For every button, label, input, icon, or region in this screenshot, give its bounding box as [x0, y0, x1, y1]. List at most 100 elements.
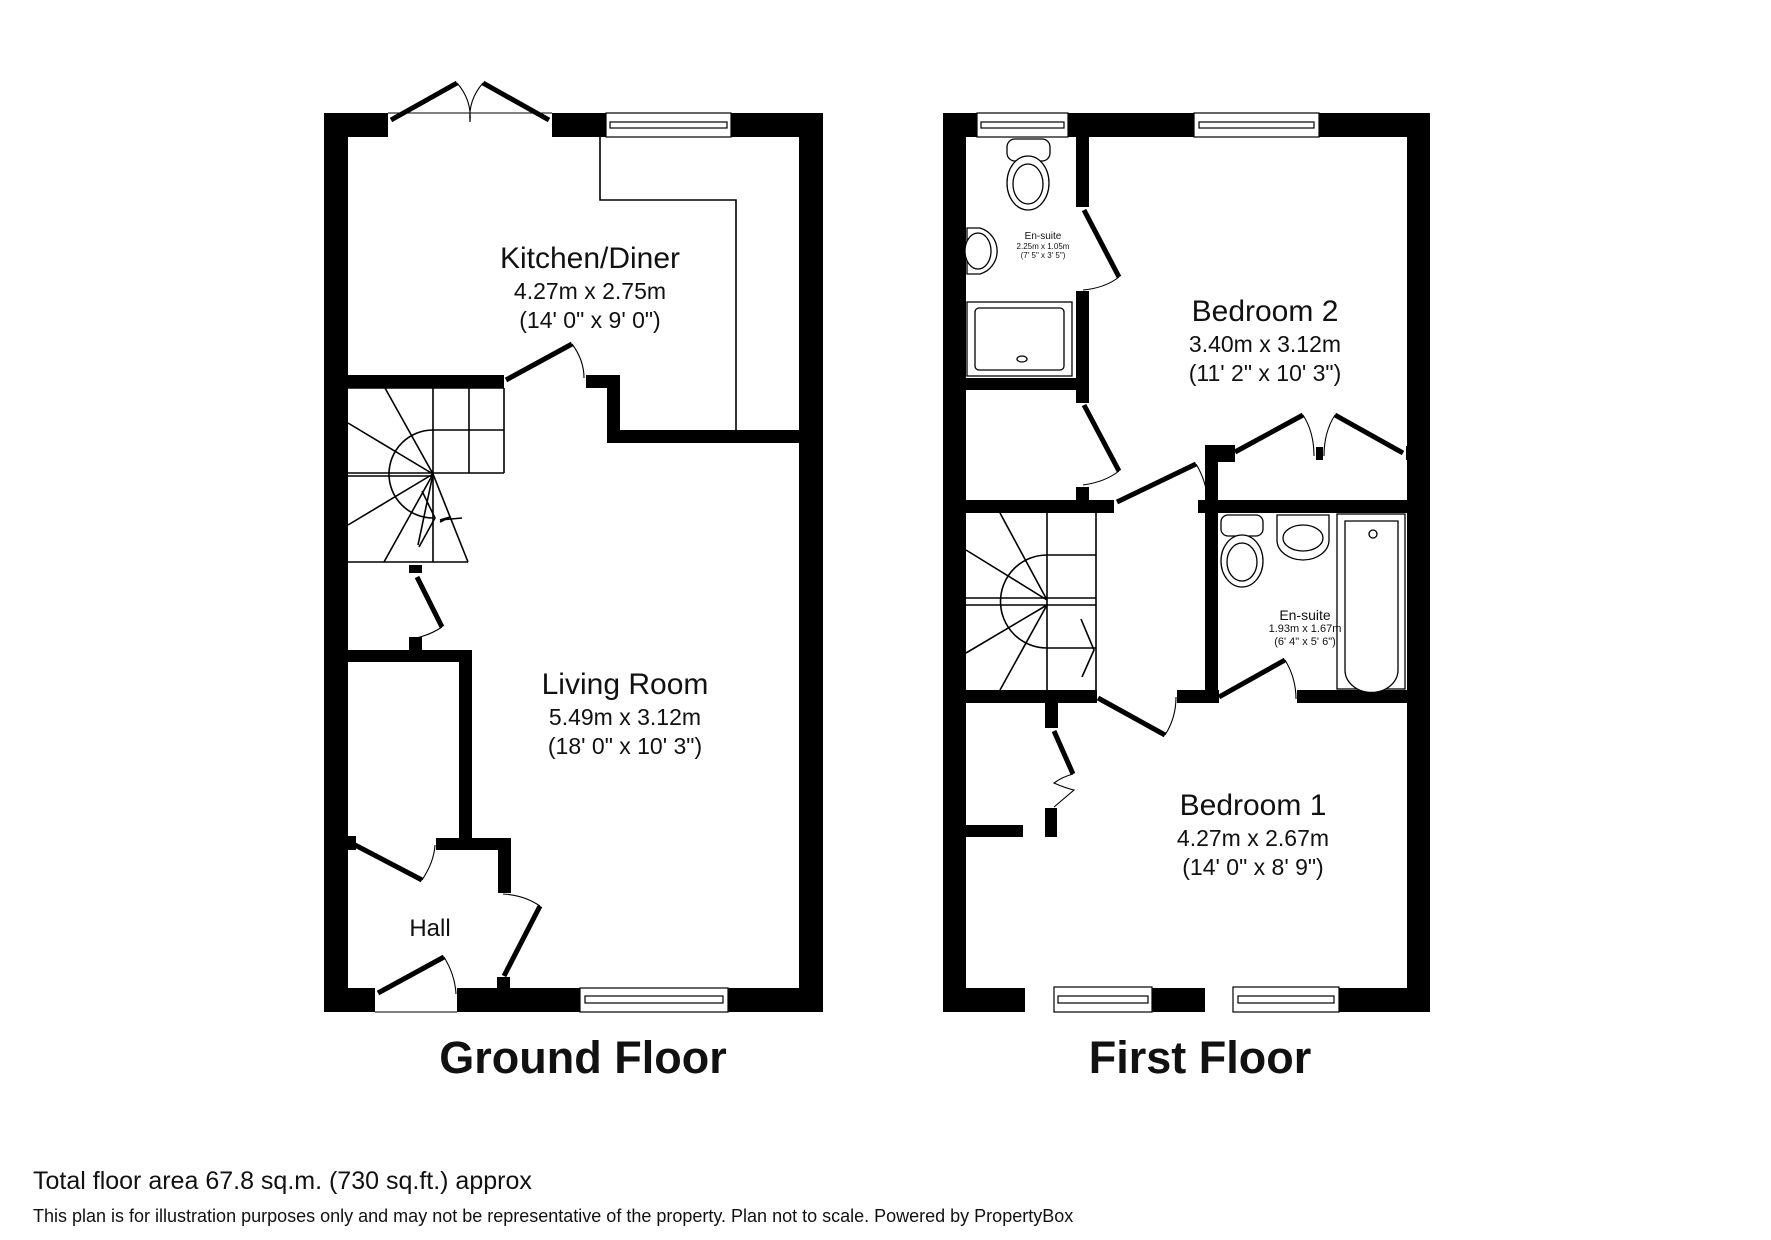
ff-wall-ensuite2-stub — [1205, 445, 1235, 462]
gf-living-door — [501, 904, 543, 978]
room-dimension-metric: 1.93m x 1.67m — [1268, 623, 1342, 635]
ff-wall-bed1-cupboard-bottom — [966, 825, 1023, 837]
gf-stub-under-stairs — [409, 565, 422, 573]
gf-wall-kitchen-bottom — [607, 430, 799, 443]
room-dimension-imperial: (14' 0" x 8' 9") — [1182, 854, 1324, 880]
gf-kitchen-door — [504, 341, 574, 383]
ff-ensuite1-door — [1081, 208, 1122, 279]
ff-ensuite1-shower — [966, 301, 1073, 377]
ff-window-bedroom1-right — [1232, 986, 1340, 1013]
ff-ensuite2-door — [1217, 657, 1287, 700]
room-label-hall: Hall — [395, 917, 465, 941]
room-dimension-metric: 2.25m x 1.05m — [1016, 242, 1070, 251]
room-dimension-imperial: (14' 0" x 9' 0") — [519, 307, 661, 333]
first-floor-title: First Floor — [1088, 1032, 1312, 1083]
gf-window-kitchen — [605, 112, 732, 138]
room-label-kitchen-diner: Kitchen/Diner 4.27m x 2.75m (14' 0" x 9'… — [470, 244, 710, 332]
ff-wardrobe-door-right — [1333, 412, 1405, 456]
ff-wall-bed1-top-mid — [1177, 690, 1219, 703]
room-dimension-imperial: (11' 2" x 10' 3") — [1188, 360, 1342, 386]
gf-cupboard-door — [353, 842, 424, 883]
gf-wall-stairs-top — [348, 375, 504, 388]
ff-bedroom2-door — [1115, 461, 1198, 505]
ff-wall-left — [943, 113, 966, 1012]
disclaimer-text: This plan is for illustration purposes o… — [33, 1206, 1074, 1226]
room-label-bedroom-2: Bedroom 2 3.40m x 3.12m (11' 2" x 10' 3"… — [1150, 297, 1380, 385]
gf-front-door — [376, 954, 446, 996]
room-name: Hall — [409, 915, 451, 942]
ff-wall-landing-left — [966, 500, 1114, 513]
ff-ensuite2-basin — [1276, 514, 1330, 561]
ff-wall-top-left — [943, 113, 977, 137]
ff-wall-bed1-top-right — [1297, 690, 1407, 703]
ff-wall-bottom-left — [943, 988, 1025, 1012]
gf-french-doors — [388, 80, 552, 123]
room-name: Living Room — [541, 668, 709, 701]
ff-wall-ensuite2-left — [1205, 445, 1218, 698]
gf-wall-bottom-mid — [457, 988, 581, 1012]
room-dimension-metric: 3.40m x 3.12m — [1188, 331, 1342, 357]
gf-under-stairs-door — [414, 575, 445, 629]
gf-wall-hall-right — [498, 838, 511, 893]
ff-cupboard-door-top — [1081, 403, 1122, 473]
ff-stub-bed1-cupboard — [1045, 703, 1058, 728]
ff-staircase — [965, 512, 1097, 691]
room-name: Kitchen/Diner — [499, 242, 681, 275]
ff-wall-ensuite1-right-b — [1076, 291, 1089, 403]
gf-stub-cupboard-door — [348, 836, 356, 850]
gf-kitchen-counter — [599, 137, 737, 430]
room-name: Bedroom 1 — [1179, 789, 1327, 822]
ff-wall-top-right — [1319, 113, 1430, 137]
room-dimension-metric: 4.27m x 2.67m — [1176, 825, 1330, 851]
ff-wall-right — [1407, 113, 1430, 1012]
gf-wall-cupboard-top — [348, 650, 472, 662]
ground-floor-title: Ground Floor — [439, 1032, 727, 1083]
ff-wall-bed1-cupboard-right — [1045, 808, 1057, 837]
gf-wall-top-mid — [552, 113, 606, 137]
gf-staircase — [347, 387, 505, 563]
ff-wall-landing-right — [1198, 500, 1430, 513]
room-name: En-suite — [1279, 607, 1331, 623]
ff-window-bedroom1-left — [1053, 986, 1153, 1013]
gf-wall-right — [799, 113, 823, 1012]
first-floor-plan — [943, 112, 1430, 1013]
ff-ensuite2-toilet — [1220, 514, 1264, 588]
ff-wall-ensuite1-bottom — [966, 378, 1089, 390]
room-label-living-room: Living Room 5.49m x 3.12m (18' 0" x 10' … — [510, 670, 740, 758]
ff-ensuite1-toilet — [1006, 138, 1051, 211]
gf-wall-top-right — [730, 113, 823, 137]
gf-stub-hall-bottom — [497, 977, 510, 989]
gf-wall-top-left — [324, 113, 388, 137]
room-dimension-imperial: (7' 5" x 3' 5") — [1020, 251, 1066, 260]
room-dimension-metric: 4.27m x 2.75m — [513, 278, 667, 304]
room-label-bedroom-1: Bedroom 1 4.27m x 2.67m (14' 0" x 8' 9") — [1133, 791, 1373, 879]
gf-wall-left — [324, 113, 348, 1012]
room-name: Bedroom 2 — [1191, 295, 1339, 328]
ff-window-bedroom2 — [1193, 112, 1320, 138]
gf-wall-bottom-right — [727, 988, 823, 1012]
room-dimension-imperial: (18' 0" x 10' 3") — [547, 733, 703, 759]
ff-bedroom1-door — [1096, 695, 1167, 738]
ff-bed1-cupboard-door — [1051, 729, 1076, 776]
ff-window-ensuite — [976, 112, 1069, 138]
room-label-ensuite-2: En-suite 1.93m x 1.67m (6' 4" x 5' 6") — [1250, 608, 1360, 648]
ff-wardrobe-mid-post — [1316, 447, 1323, 460]
ff-wall-top-mid — [1068, 113, 1194, 137]
ff-wall-ensuite1-right-a — [1076, 137, 1089, 207]
ff-wardrobe-door-left — [1233, 412, 1305, 455]
ff-wall-bed1-top-left — [966, 690, 1097, 703]
total-floor-area: Total floor area 67.8 sq.m. (730 sq.ft.)… — [33, 1167, 532, 1195]
ff-ensuite1-basin — [964, 227, 998, 275]
room-label-ensuite-1: En-suite 2.25m x 1.05m (7' 5" x 3' 5") — [1003, 232, 1083, 260]
ground-floor-plan — [324, 80, 823, 1013]
room-dimension-imperial: (6' 4" x 5' 6") — [1274, 636, 1336, 648]
gf-wall-hall-top — [436, 838, 511, 850]
gf-wall-step-b — [607, 375, 620, 443]
gf-wall-bottom-left — [324, 988, 375, 1012]
gf-window-living — [579, 987, 729, 1013]
room-name: En-suite — [1024, 231, 1062, 242]
room-dimension-metric: 5.49m x 3.12m — [548, 704, 702, 730]
ff-ensuite2-bath — [1336, 513, 1406, 694]
gf-wall-cupboard-right — [459, 650, 472, 850]
